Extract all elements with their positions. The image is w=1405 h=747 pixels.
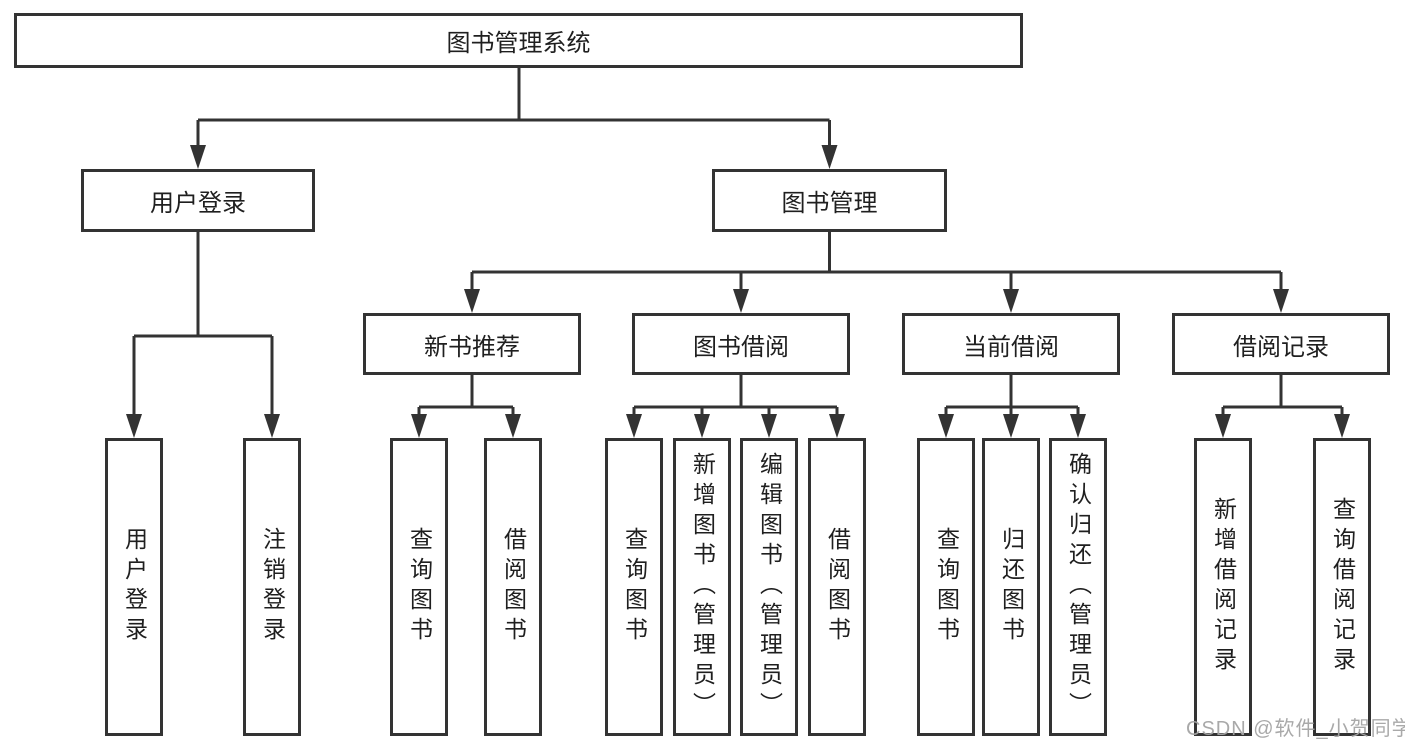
node-label: 查询借阅记录	[1329, 497, 1356, 677]
arrow-down-icon	[1070, 414, 1086, 438]
arrow-down-icon	[1273, 289, 1289, 313]
node-label: 图书管理系统	[446, 30, 591, 57]
arrow-down-icon	[761, 414, 777, 438]
node-confirm-return-admin: 确认归还（管理员）	[1049, 438, 1107, 736]
arrow-down-icon	[1003, 414, 1019, 438]
node-label: 用户登录	[150, 190, 246, 217]
node-query-books-current: 查询图书	[917, 438, 975, 736]
node-logout: 注销登录	[243, 438, 301, 736]
arrow-down-icon	[411, 414, 427, 438]
node-label: 确认归还（管理员）	[1065, 452, 1092, 722]
arrow-down-icon	[626, 414, 642, 438]
node-book-management: 图书管理	[712, 169, 947, 232]
arrow-down-icon	[1003, 289, 1019, 313]
arrow-down-icons	[126, 145, 1350, 438]
node-query-borrow-record: 查询借阅记录	[1313, 438, 1371, 736]
node-borrow-books-borrowing: 借阅图书	[808, 438, 866, 736]
node-current-borrowing: 当前借阅	[902, 313, 1120, 375]
node-label: 新增借阅记录	[1210, 497, 1237, 677]
node-label: 图书借阅	[693, 333, 789, 361]
node-label: 查询图书	[406, 527, 433, 647]
node-return-book: 归还图书	[982, 438, 1040, 736]
node-add-borrow-record: 新增借阅记录	[1194, 438, 1252, 736]
arrow-down-icon	[264, 414, 280, 438]
arrow-down-icon	[829, 414, 845, 438]
node-label: 用户登录	[121, 527, 148, 647]
tree-edges	[132, 68, 1344, 417]
node-book-borrowing: 图书借阅	[632, 313, 850, 375]
node-label: 编辑图书（管理员）	[756, 452, 783, 722]
arrow-down-icon	[694, 414, 710, 438]
node-edit-book-admin: 编辑图书（管理员）	[740, 438, 798, 736]
arrow-down-icon	[190, 145, 206, 169]
node-label: 借阅图书	[500, 527, 527, 647]
node-label: 新书推荐	[424, 333, 520, 361]
arrow-down-icon	[505, 414, 521, 438]
node-query-books-borrowing: 查询图书	[605, 438, 663, 736]
node-label: 借阅记录	[1233, 333, 1329, 361]
arrow-down-icon	[464, 289, 480, 313]
node-add-book-admin: 新增图书（管理员）	[673, 438, 731, 736]
node-label: 图书管理	[781, 190, 878, 217]
arrow-down-icon	[733, 289, 749, 313]
node-borrowing-records: 借阅记录	[1172, 313, 1390, 375]
watermark-text: CSDN @软件_小贺同学	[1186, 718, 1405, 740]
arrow-down-icon	[821, 145, 838, 169]
node-label: 查询图书	[933, 527, 960, 647]
node-label: 查询图书	[621, 527, 648, 647]
arrow-down-icon	[1334, 414, 1350, 438]
node-label: 当前借阅	[963, 333, 1059, 361]
node-label: 注销登录	[259, 527, 286, 647]
node-new-book-recommend: 新书推荐	[363, 313, 581, 375]
node-user-login-leaf: 用户登录	[105, 438, 163, 736]
node-borrow-books-recommend: 借阅图书	[484, 438, 542, 736]
arrow-down-icon	[1215, 414, 1231, 438]
node-label: 归还图书	[998, 527, 1025, 647]
node-label: 借阅图书	[824, 527, 851, 647]
node-query-books-recommend: 查询图书	[390, 438, 448, 736]
node-user-login: 用户登录	[81, 169, 315, 232]
arrow-down-icon	[938, 414, 954, 438]
node-label: 新增图书（管理员）	[689, 452, 716, 722]
node-library-management-system: 图书管理系统	[14, 13, 1023, 68]
arrow-down-icon	[126, 414, 142, 438]
